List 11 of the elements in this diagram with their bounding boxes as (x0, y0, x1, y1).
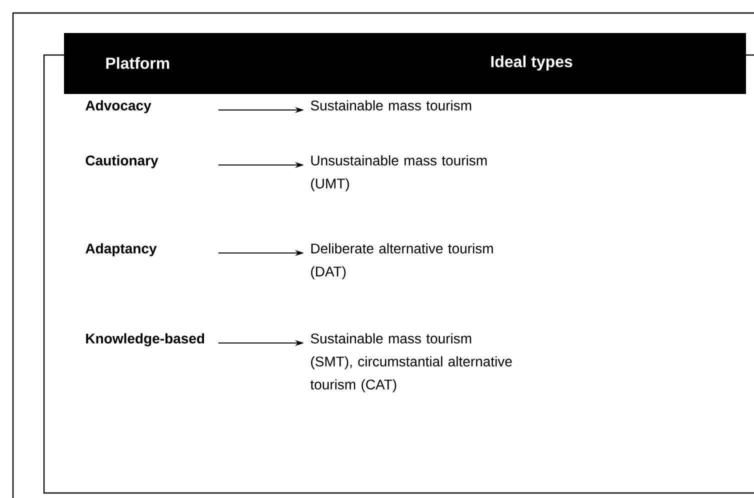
ideal-type-label: Sustainable mass tourism (310, 100, 472, 110)
header-bar: Platform Ideal types (64, 33, 746, 94)
ideal-type-label: Sustainable mass tourism (SMT), circumstantial alternative tourism (CAT) (310, 333, 512, 392)
platform-label: Knowledge-based (86, 333, 204, 346)
ideal-type-label: Deliberate alternative tourism (DAT) (311, 243, 493, 280)
label: Ideal types (491, 56, 572, 70)
platform-label: Adaptancy (86, 243, 157, 256)
ideal-type-label: Unsustainable mass tourism (UMT) (311, 155, 487, 192)
platform-label: Advocacy (86, 100, 152, 114)
platform-label: Cautionary (86, 155, 158, 168)
label: Platform (106, 57, 170, 69)
